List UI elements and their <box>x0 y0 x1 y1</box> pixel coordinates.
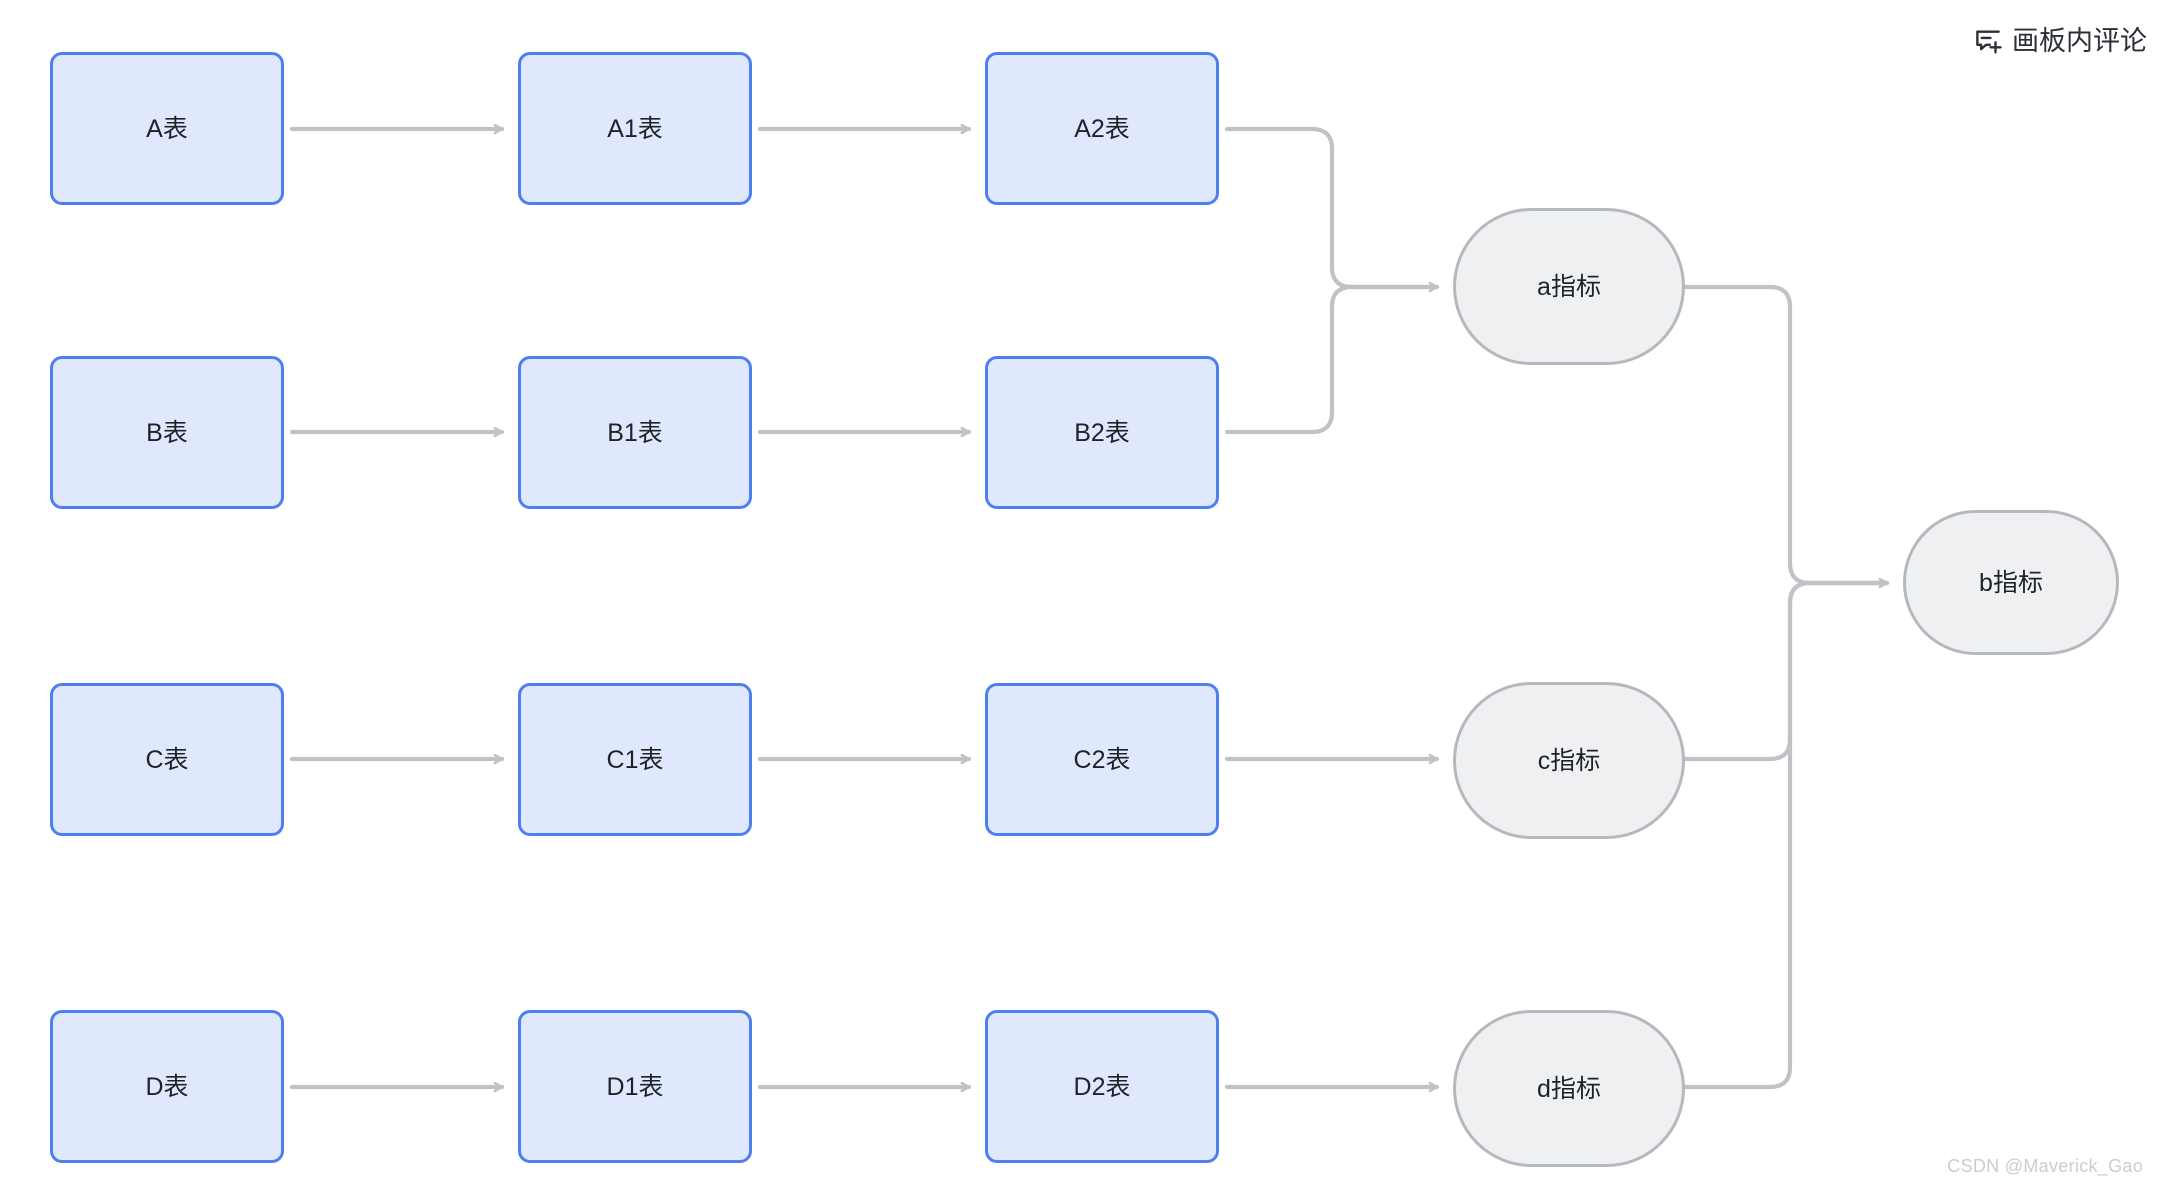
node-a-table[interactable]: A表 <box>50 52 284 205</box>
node-c1-table[interactable]: C1表 <box>518 683 752 836</box>
edge-d-metric-to-b-metric <box>1682 580 1890 1090</box>
node-label: B表 <box>146 418 188 447</box>
node-d1-table[interactable]: D1表 <box>518 1010 752 1163</box>
add-comment-icon <box>1973 26 2003 56</box>
node-label: C2表 <box>1073 745 1131 774</box>
node-b2-table[interactable]: B2表 <box>985 356 1219 509</box>
node-label: C表 <box>145 745 189 774</box>
node-b-metric[interactable]: b指标 <box>1903 510 2119 655</box>
node-label: A表 <box>146 114 188 143</box>
node-d-table[interactable]: D表 <box>50 1010 284 1163</box>
node-c2-table[interactable]: C2表 <box>985 683 1219 836</box>
node-c-metric[interactable]: c指标 <box>1453 682 1685 839</box>
node-label: A2表 <box>1074 114 1130 143</box>
node-label: C1表 <box>606 745 664 774</box>
edge-a2-to-a-metric <box>1224 126 1440 290</box>
watermark: CSDN @Maverick_Gao <box>1947 1156 2143 1176</box>
node-label: c指标 <box>1537 746 1601 775</box>
node-a1-table[interactable]: A1表 <box>518 52 752 205</box>
edge-a-metric-to-b-metric <box>1682 284 1890 586</box>
node-a-metric[interactable]: a指标 <box>1453 208 1685 365</box>
node-a2-table[interactable]: A2表 <box>985 52 1219 205</box>
node-label: d指标 <box>1537 1074 1601 1103</box>
node-c-table[interactable]: C表 <box>50 683 284 836</box>
board-comment-button[interactable]: 画板内评论 <box>1973 26 2147 56</box>
node-label: b指标 <box>1979 568 2043 597</box>
node-label: A1表 <box>607 114 663 143</box>
edge-b2-to-a-metric <box>1224 287 1440 435</box>
node-label: a指标 <box>1537 272 1601 301</box>
node-label: D表 <box>145 1072 189 1101</box>
board-comment-label: 画板内评论 <box>2012 25 2147 56</box>
node-label: B2表 <box>1074 418 1130 447</box>
node-label: B1表 <box>607 418 663 447</box>
node-b1-table[interactable]: B1表 <box>518 356 752 509</box>
node-d-metric[interactable]: d指标 <box>1453 1010 1685 1167</box>
node-d2-table[interactable]: D2表 <box>985 1010 1219 1163</box>
node-label: D1表 <box>606 1072 664 1101</box>
edge-c-metric-to-b-metric <box>1682 583 1890 762</box>
node-label: D2表 <box>1073 1072 1131 1101</box>
node-b-table[interactable]: B表 <box>50 356 284 509</box>
